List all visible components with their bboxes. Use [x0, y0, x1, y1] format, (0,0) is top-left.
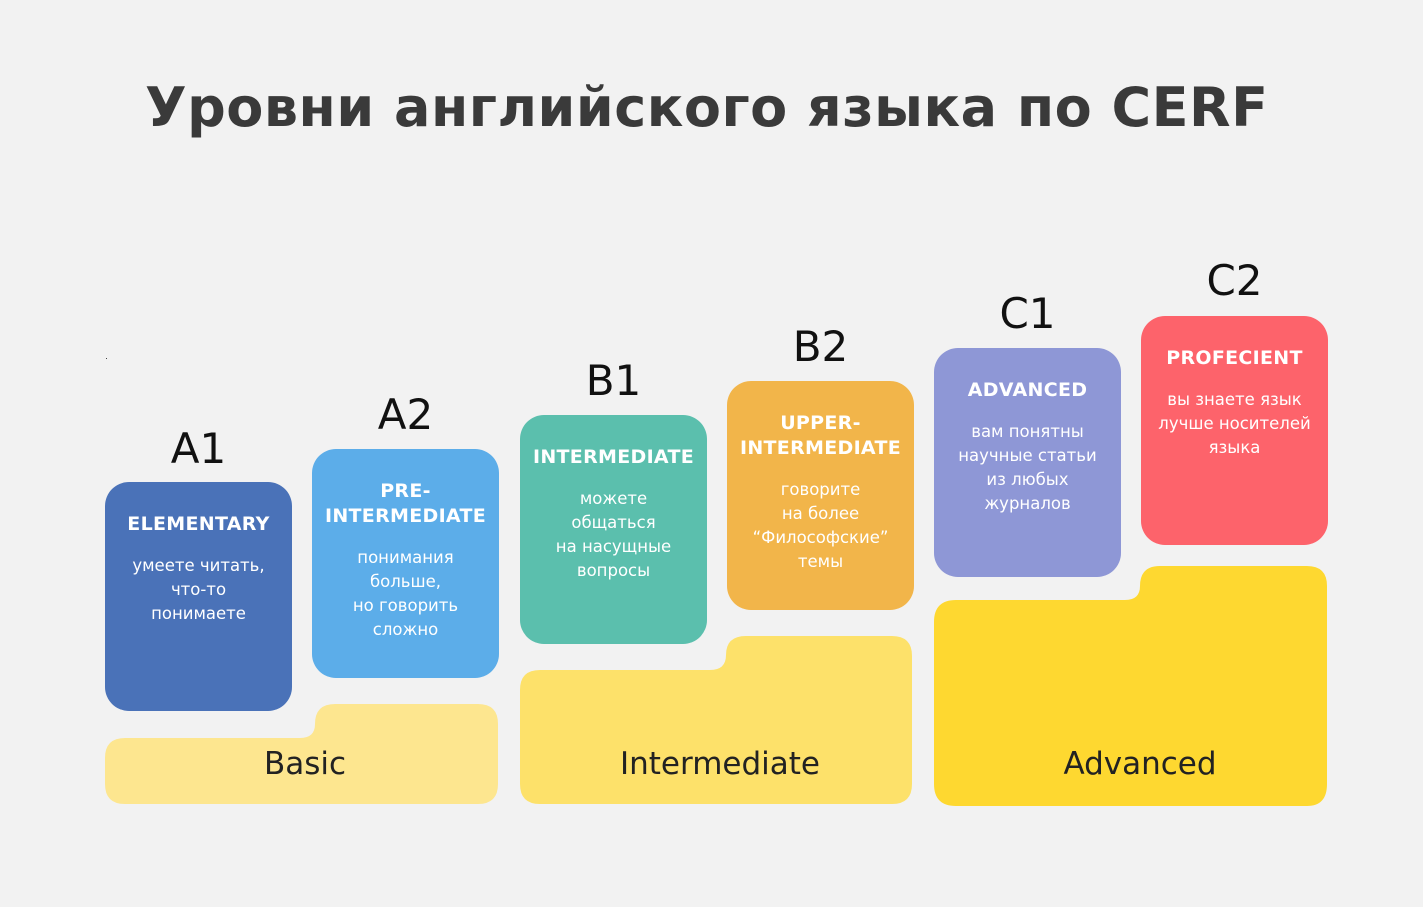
group-label-advanced: Advanced [1063, 746, 1217, 782]
level-code-b2: B2 [792, 322, 849, 371]
level-name: PRE- INTERMEDIATE [324, 480, 487, 527]
level-card-c2: PROFECIENT вы знаете язык лучше носителе… [1141, 316, 1328, 545]
level-card-a2: PRE- INTERMEDIATE понимания больше, но г… [312, 449, 499, 678]
level-code-c2: C2 [1206, 256, 1263, 305]
level-name: INTERMEDIATE [532, 446, 695, 468]
shelf-basic [105, 704, 498, 804]
level-name: PROFECIENT [1166, 347, 1303, 369]
level-code-b1: B1 [585, 356, 642, 405]
group-label-intermediate: Intermediate [619, 746, 820, 782]
level-description: умеете читать, что-то понимаете [132, 556, 265, 623]
level-description: вам понятны научные статьи из любых журн… [958, 422, 1097, 513]
level-code-a2: A2 [377, 390, 434, 439]
level-description: можете общаться на насущные вопросы [555, 489, 672, 580]
shelf-intermediate [520, 636, 912, 804]
stray-dot [106, 358, 107, 359]
level-name: ADVANCED [967, 379, 1088, 401]
level-card-b1: INTERMEDIATE можете общаться на насущные… [520, 415, 707, 644]
level-code-c1: C1 [999, 289, 1056, 338]
level-description: говорите на более “Философские” темы [752, 480, 889, 571]
level-card-c1: ADVANCED вам понятны научные статьи из л… [934, 348, 1121, 577]
level-description: вы знаете язык лучше носителей языка [1158, 390, 1311, 457]
level-name: UPPER- INTERMEDIATE [739, 412, 902, 459]
level-card-a1: ELEMENTARY умеете читать, что-то понимае… [105, 482, 292, 711]
level-description: понимания больше, но говорить сложно [352, 548, 459, 639]
level-card-b2: UPPER- INTERMEDIATE говорите на более “Ф… [727, 381, 914, 610]
group-label-basic: Basic [263, 746, 347, 782]
level-code-a1: A1 [170, 424, 227, 473]
shelf-advanced [934, 566, 1327, 806]
level-name: ELEMENTARY [127, 513, 270, 535]
page-title: Уровни английского языка по CERF [145, 76, 1269, 139]
